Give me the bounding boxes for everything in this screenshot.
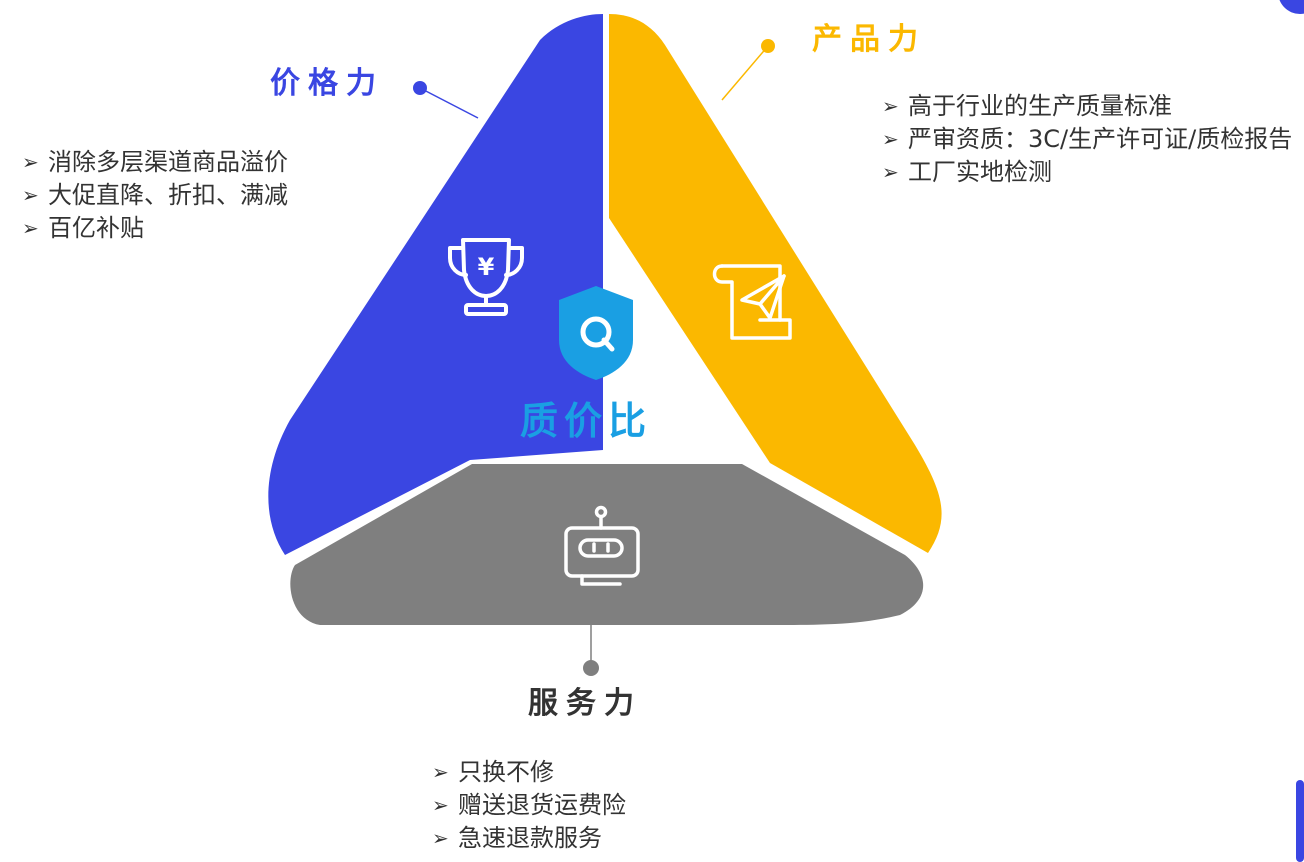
arrow-bullet-icon: ➢: [22, 216, 39, 240]
arrow-bullet-icon: ➢: [432, 793, 449, 817]
service-label: 服务力: [528, 686, 642, 721]
corner-decoration-bar: [1296, 780, 1304, 862]
arrow-bullet-icon: ➢: [432, 760, 449, 784]
price-feature-list: ➢消除多层渠道商品溢价 ➢大促直降、折扣、满减 ➢百亿补贴: [22, 146, 288, 245]
product-feature-list: ➢高于行业的生产质量标准 ➢严审资质：3C/生产许可证/质检报告 ➢工厂实地检测: [882, 90, 1303, 189]
price-connector-dot: [413, 81, 427, 95]
list-item: ➢大促直降、折扣、满减: [22, 179, 288, 212]
list-item: ➢严审资质：3C/生产许可证/质检报告: [882, 123, 1303, 156]
price-label: 价格力: [270, 66, 384, 101]
shield-q-icon: [559, 286, 633, 380]
product-connector-dot: [761, 39, 775, 53]
list-item: ➢工厂实地检测: [882, 156, 1303, 189]
corner-decoration: [1279, 0, 1304, 14]
arrow-bullet-icon: ➢: [22, 183, 39, 207]
list-item: ➢高于行业的生产质量标准: [882, 90, 1303, 123]
service-connector-dot: [583, 660, 599, 676]
arrow-bullet-icon: ➢: [882, 160, 899, 184]
arrow-bullet-icon: ➢: [882, 94, 899, 118]
list-item: ➢赠送退货运费险: [432, 789, 626, 822]
service-feature-list: ➢只换不修 ➢赠送退货运费险 ➢急速退款服务: [432, 756, 626, 855]
arrow-bullet-icon: ➢: [882, 127, 899, 151]
product-label: 产品力: [812, 22, 926, 57]
robot-service-icon: [564, 505, 640, 586]
center-title: 质价比: [520, 399, 653, 443]
list-item: ➢急速退款服务: [432, 822, 626, 855]
trophy-yen-icon: ¥: [448, 238, 524, 316]
svg-text:¥: ¥: [478, 253, 495, 281]
certificate-paper-plane-icon: [712, 264, 792, 340]
arrow-bullet-icon: ➢: [432, 826, 449, 850]
list-item: ➢只换不修: [432, 756, 626, 789]
price-segment: [268, 14, 603, 555]
product-connector: [721, 45, 769, 101]
price-connector: [419, 87, 479, 119]
arrow-bullet-icon: ➢: [22, 150, 39, 174]
list-item: ➢百亿补贴: [22, 212, 288, 245]
list-item: ➢消除多层渠道商品溢价: [22, 146, 288, 179]
